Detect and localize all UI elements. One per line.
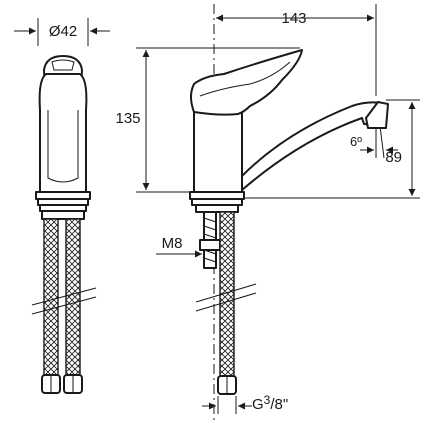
reach-label: 143 (281, 10, 306, 27)
reach-dimension: 143 (216, 4, 377, 96)
front-base-ring-4 (41, 210, 85, 220)
diameter-label: Ø42 (49, 23, 77, 40)
spout-angle-label: 6º (350, 134, 362, 149)
bolt-dimension: M8 (156, 235, 202, 258)
front-hose-left (43, 218, 59, 376)
front-body (38, 73, 88, 193)
front-view: Ø42 (14, 18, 110, 394)
spout-aerator (365, 101, 389, 129)
hose-thread-dimension: G3/8" (202, 393, 288, 414)
front-base-ring-1 (35, 191, 91, 200)
hose-thread-sup: 3 (264, 393, 271, 407)
front-hose-right (65, 218, 81, 376)
hose-thread-rest: /8" (270, 396, 288, 413)
side-base-ring-3 (195, 204, 239, 213)
height-label: 135 (115, 110, 140, 127)
spout-angle-dimension: 6º (350, 125, 398, 159)
side-lever (190, 49, 303, 116)
bolt-label: M8 (162, 235, 183, 252)
hose-thread-main: G (252, 396, 264, 413)
diameter-dimension: Ø42 (14, 18, 110, 46)
hose-thread-label: G3/8" (252, 393, 288, 413)
side-view: 143 135 89 6º (115, 4, 420, 420)
side-body (193, 105, 243, 193)
height-dimension: 135 (115, 47, 300, 193)
side-base-ring-1 (189, 191, 245, 200)
stud-nut (199, 239, 221, 251)
side-spout (241, 101, 387, 191)
spout-height-label: 89 (385, 149, 402, 166)
